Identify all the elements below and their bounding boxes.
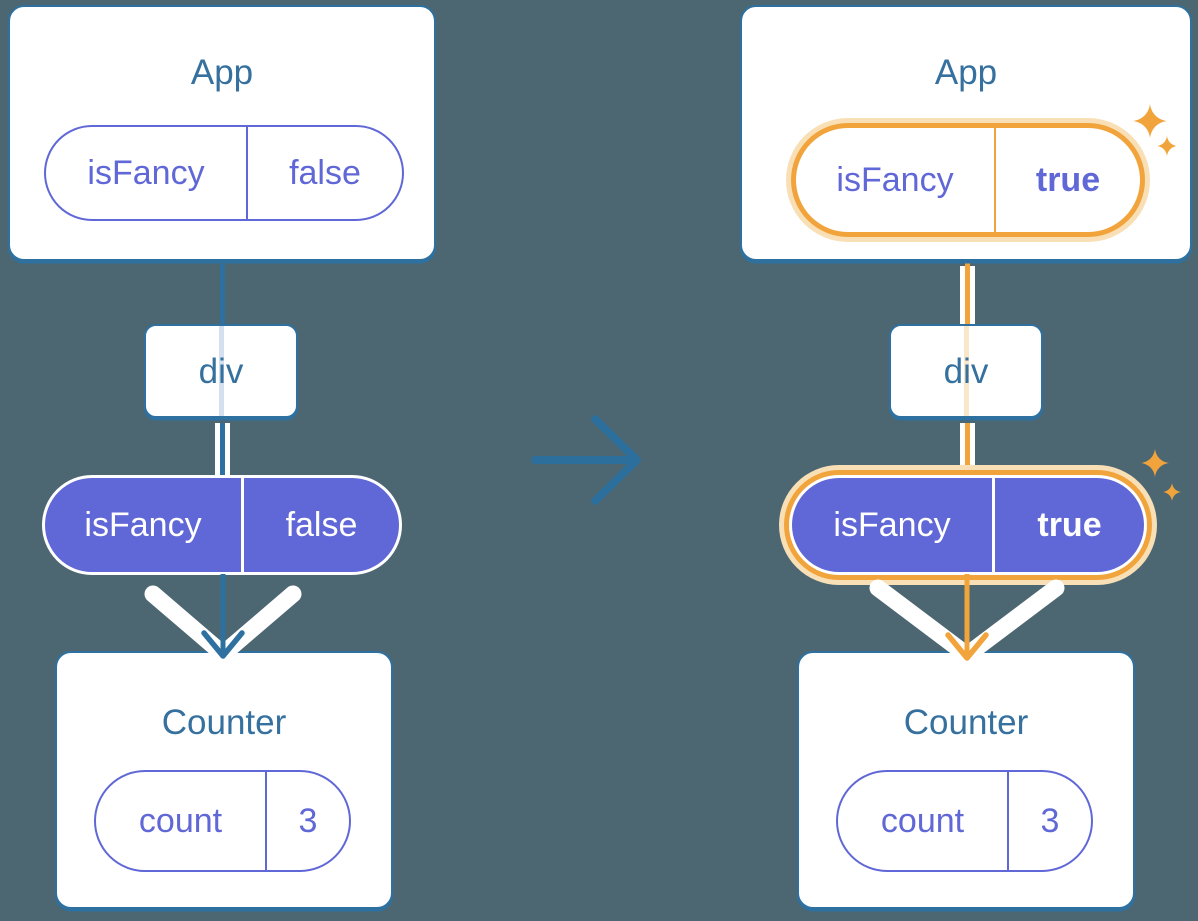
passed-prop-pill-after: isFancy true xyxy=(789,475,1147,575)
pass-through-line-before xyxy=(218,326,224,416)
sparkle-icon xyxy=(1141,449,1181,501)
counter-component-card-before: Counter count 3 xyxy=(55,651,393,909)
counter-component-card-after: Counter count 3 xyxy=(797,651,1135,909)
prop-value: true xyxy=(1035,161,1101,199)
prop-value: true xyxy=(1037,506,1102,544)
div-node-card-after: div xyxy=(889,324,1043,418)
prop-pill-app-after: isFancy true xyxy=(791,123,1145,237)
transition-arrow-icon xyxy=(531,415,641,505)
state-name: count xyxy=(96,772,267,870)
state-pill-before: count 3 xyxy=(94,770,351,872)
app-component-card-before: App isFancy false xyxy=(8,5,436,261)
state-pill-after: count 3 xyxy=(836,770,1093,872)
component-title: Counter xyxy=(903,703,1029,742)
prop-flow-arrow-before xyxy=(144,574,302,663)
prop-value: false xyxy=(285,506,358,544)
state-value: 3 xyxy=(1040,802,1060,840)
state-value: 3 xyxy=(298,802,318,840)
passed-prop-pill-before: isFancy false xyxy=(42,475,402,575)
div-node-card-before: div xyxy=(144,324,298,418)
component-title: App xyxy=(190,53,254,92)
prop-name: isFancy xyxy=(46,127,248,219)
pass-through-line-after xyxy=(963,326,969,416)
node-label: div xyxy=(198,352,244,391)
prop-name: isFancy xyxy=(796,128,996,232)
prop-path-div-to-pill-before xyxy=(215,423,230,477)
prop-path-div-to-pill-after xyxy=(960,423,975,467)
prop-path-app-to-div-after xyxy=(960,266,975,324)
app-component-card-after: App isFancy true xyxy=(740,5,1192,261)
connector-app-to-div-before xyxy=(220,264,225,326)
component-title: Counter xyxy=(161,703,287,742)
prop-value: false xyxy=(289,154,361,192)
prop-pill-app-before: isFancy false xyxy=(44,125,404,221)
prop-name: isFancy xyxy=(792,478,995,572)
sparkle-icon xyxy=(1133,104,1177,156)
component-title: App xyxy=(934,53,998,92)
state-name: count xyxy=(838,772,1009,870)
prop-flow-arrow-after xyxy=(869,574,1065,664)
prop-name: isFancy xyxy=(45,478,244,572)
node-label: div xyxy=(943,352,989,391)
